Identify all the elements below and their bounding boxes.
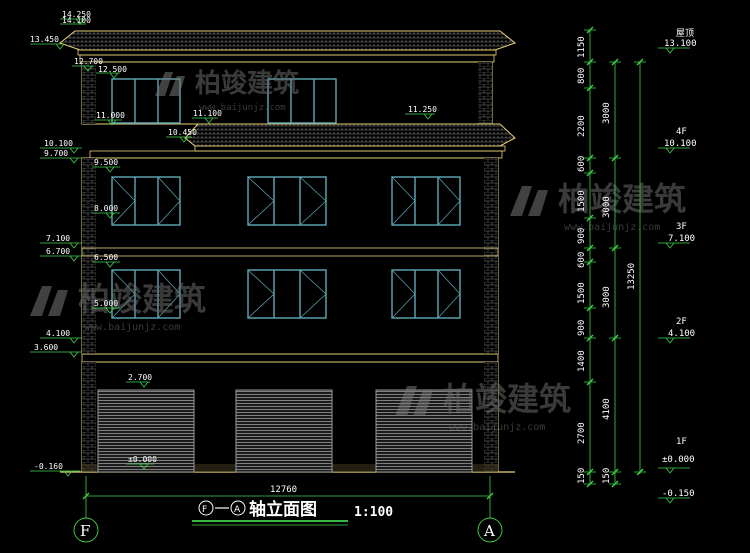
- level-6500: 6.500: [94, 253, 118, 262]
- top-roof: [58, 30, 517, 51]
- level-8000: 8.000: [94, 204, 118, 213]
- floor-2f-name: 2F: [676, 317, 687, 327]
- horizontal-dimension: [82, 476, 494, 518]
- floor-1f-level: ±0.000: [662, 455, 695, 465]
- dim-150a: 150: [577, 468, 587, 484]
- dimension-labels-middle: 3000 3000 3000 4100 150 13250: [602, 102, 637, 484]
- dim-4100: 4100: [602, 398, 612, 420]
- level-labels: 14.250 14.100 13.450 12.700 12.500 11.25…: [30, 10, 437, 471]
- dim-13250: 13250: [627, 263, 637, 290]
- axis-f: F: [73, 517, 99, 543]
- floor-1f-name: 1F: [676, 437, 687, 447]
- level-10100: 10.100: [44, 139, 73, 148]
- level-9700: 9.700: [44, 149, 68, 158]
- floor-2f-level: 4.100: [668, 329, 695, 339]
- level-7100: 7.100: [46, 234, 70, 243]
- axis-a: A: [477, 517, 503, 543]
- watermark-brand-1: 柏竣建筑: [195, 68, 299, 99]
- dim-3000a: 3000: [602, 102, 612, 124]
- floor-4f-name: 4F: [676, 127, 687, 137]
- floor-basement-level: -0.150: [662, 489, 695, 499]
- dim-2700: 2700: [577, 422, 587, 444]
- level-0000: ±0.000: [128, 455, 157, 464]
- window-attic-right: [267, 78, 337, 124]
- dim-800: 800: [577, 68, 587, 84]
- level-13450: 13.450: [30, 35, 59, 44]
- dim-1500b: 1500: [577, 282, 587, 304]
- watermark-brand-4: 柏竣建筑: [443, 380, 571, 418]
- dim-1150: 1150: [577, 36, 587, 58]
- level-marks: [30, 18, 435, 477]
- window-2f-left: [111, 269, 181, 319]
- watermark-url-1: www.baijunjz.com: [199, 103, 286, 113]
- window-2f-right: [391, 269, 461, 319]
- axis-f-label: F: [80, 522, 90, 540]
- dim-1500a: 1500: [577, 190, 587, 212]
- dim-3000b: 3000: [602, 196, 612, 218]
- watermarks: 柏竣建筑 www.baijunjz.com 柏竣建筑 www.baijunjz.…: [30, 68, 686, 433]
- level-11100: 11.100: [193, 109, 222, 118]
- axis-a-label: A: [483, 522, 495, 540]
- dimension-labels-inner: 1150 800 2200 600 1500 900 600 1500 900 …: [577, 36, 587, 484]
- window-3f-right: [391, 176, 461, 226]
- watermark-brand-3: 柏竣建筑: [78, 280, 206, 318]
- floor-4f-level: 10.100: [664, 139, 697, 149]
- level-14250: 14.250: [62, 10, 91, 19]
- watermark-brand-2: 柏竣建筑: [558, 180, 686, 218]
- watermark-url-4: www.baijunjz.com: [449, 422, 545, 433]
- floor-roof-level: 13.100: [664, 39, 697, 49]
- watermark-url-3: www.baijunjz.com: [84, 322, 180, 333]
- level-4100: 4.100: [46, 329, 70, 338]
- level-10450: 10.450: [168, 128, 197, 137]
- garage-door-left: [97, 389, 195, 473]
- level-6700: 6.700: [46, 247, 70, 256]
- floor-3f-level: 7.100: [668, 234, 695, 244]
- floor-roof-name: 屋顶: [676, 28, 694, 39]
- title-axis-end: A: [234, 505, 241, 515]
- window-3f-mid: [247, 176, 327, 226]
- window-3f-left: [111, 176, 181, 226]
- lower-roof: [184, 123, 516, 147]
- dim-900b: 900: [577, 320, 587, 336]
- window-2f-mid: [247, 269, 327, 319]
- level-9500: 9.500: [94, 158, 118, 167]
- dim-3000c: 3000: [602, 286, 612, 308]
- dim-1400: 1400: [577, 350, 587, 372]
- dim-2200: 2200: [577, 115, 587, 137]
- floor-3f-name: 3F: [676, 222, 687, 232]
- level-3600: 3.600: [34, 343, 58, 352]
- watermark-url-2: www.baijunjz.com: [564, 222, 660, 233]
- dim-150b: 150: [602, 468, 612, 484]
- level-5000: 5.000: [94, 299, 118, 308]
- level-12700: 12.700: [74, 57, 103, 66]
- level-11250: 11.250: [408, 105, 437, 114]
- level-minus-0160: -0.160: [34, 462, 63, 471]
- windows: [111, 78, 461, 319]
- dim-900a: 900: [577, 228, 587, 244]
- level-11000: 11.000: [96, 111, 125, 120]
- garage-door-mid: [235, 389, 333, 473]
- level-2700: 2.700: [128, 373, 152, 382]
- dim-600a: 600: [577, 156, 587, 172]
- roof-fascia: [77, 49, 497, 56]
- title-axis-start: F: [202, 505, 207, 515]
- dim-600b: 600: [577, 252, 587, 268]
- level-12500: 12.500: [98, 65, 127, 74]
- level-14100: 14.100: [62, 16, 91, 25]
- title-scale: 1:100: [354, 505, 393, 520]
- title-text: 轴立面图: [249, 499, 317, 520]
- total-width-label: 12760: [270, 485, 297, 495]
- dimension-chains: [584, 26, 690, 504]
- drawing-title: F A 轴立面图 1:100: [192, 499, 393, 526]
- window-attic-left: [111, 78, 181, 124]
- floor-labels: 屋顶 13.100 4F 10.100 3F 7.100 2F 4.100 1F…: [662, 28, 697, 499]
